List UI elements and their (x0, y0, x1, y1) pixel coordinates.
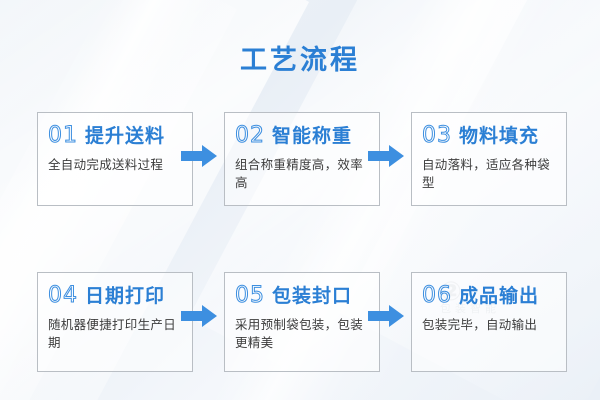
step-number-02: 02 (235, 123, 265, 148)
step-card-01[interactable]: 01 提升送料 全自动完成送料过程 (37, 112, 193, 206)
step-card-05-head: 05 包装封口 (235, 283, 369, 308)
page-title: 工艺流程 (240, 45, 360, 75)
step-card-02-head: 02 智能称重 (235, 123, 369, 148)
step-heading-02: 智能称重 (272, 126, 353, 147)
step-description-05: 采用预制袋包装，包装更精美 (235, 318, 364, 351)
step-card-02[interactable]: 02 智能称重 组合称重精度高，效率高 (224, 112, 380, 206)
step-card-05[interactable]: 05 包装封口 采用预制袋包装，包装更精美 (224, 272, 380, 372)
step-number-05: 05 (235, 283, 265, 308)
step-card-03-head: 03 物料填充 (422, 123, 556, 148)
step-number-03: 03 (422, 123, 452, 148)
step-card-06[interactable]: 06 成品输出 包装完毕，自动输出 (411, 272, 567, 372)
step-description-01: 全自动完成送料过程 (48, 158, 164, 172)
step-heading-05: 包装封口 (272, 286, 353, 307)
step-card-03[interactable]: 03 物料填充 自动落料，适应各种袋型 (411, 112, 567, 206)
step-description-03: 自动落料，适应各种袋型 (422, 158, 551, 191)
step-number-06: 06 (422, 283, 452, 308)
step-heading-06: 成品输出 (459, 286, 540, 307)
step-card-04[interactable]: 04 日期打印 随机器便捷打印生产日期 (37, 272, 193, 372)
step-heading-03: 物料填充 (459, 126, 540, 147)
step-card-04-head: 04 日期打印 (48, 283, 182, 308)
step-number-04: 04 (48, 283, 78, 308)
step-heading-04: 日期打印 (85, 286, 166, 307)
step-description-04: 随机器便捷打印生产日期 (48, 318, 177, 351)
step-card-06-head: 06 成品输出 (422, 283, 556, 308)
step-description-06: 包装完毕，自动输出 (422, 318, 538, 332)
step-card-01-head: 01 提升送料 (48, 123, 182, 148)
step-description-02: 组合称重精度高，效率高 (235, 158, 364, 191)
step-heading-01: 提升送料 (85, 126, 166, 147)
step-number-01: 01 (48, 123, 78, 148)
